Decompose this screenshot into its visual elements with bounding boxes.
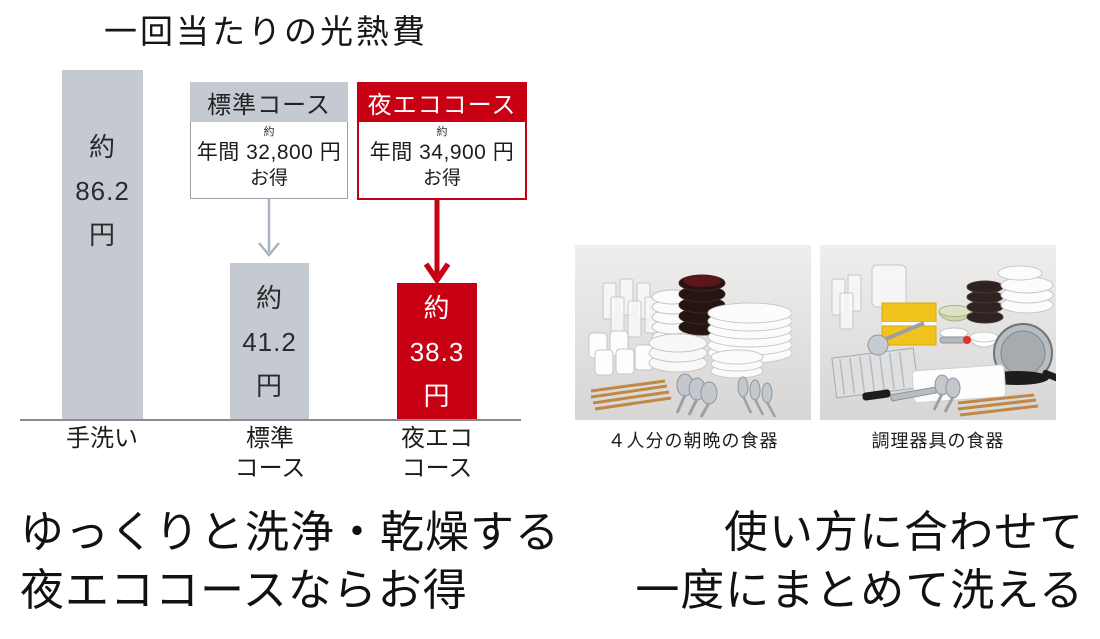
down-arrow-red-icon: [423, 198, 451, 285]
axis-label-line: コース: [401, 455, 473, 482]
bar-value-approx: 約: [255, 282, 283, 313]
axis-label-line: コース: [234, 455, 306, 482]
bar-night-eco-course: 約 38.3 円: [397, 283, 477, 420]
bar-hand-washing: 約 86.2 円: [62, 70, 143, 420]
axis-label-line: 標準: [246, 425, 294, 452]
bar-value: 38.3: [409, 336, 465, 367]
tagline-line: 夜エココースならお得: [20, 566, 468, 615]
cookware-illustration: [820, 245, 1056, 420]
axis-label-line: 夜エコ: [401, 425, 473, 452]
tagline-line: 使い方に合わせて: [724, 508, 1084, 557]
bar-value-unit: 円: [423, 380, 451, 411]
callout-approx: 約: [436, 126, 448, 138]
chart-title: 一回当たりの光熱費: [104, 13, 428, 50]
tagline-line: 一度にまとめて洗える: [635, 566, 1084, 615]
tagline-night-eco: ゆっくりと洗浄・乾燥する 夜エココースならお得: [20, 504, 560, 620]
callout-body: 約 年間 34,900 円 お得: [357, 122, 527, 200]
bar-value-approx: 約: [423, 292, 451, 323]
tagline-line: ゆっくりと洗浄・乾燥する: [20, 508, 560, 557]
photo-caption-tableware: ４人分の朝晩の食器: [607, 431, 779, 451]
callout-header: 夜エココース: [357, 82, 527, 122]
axis-label-standard-course: 標準 コース: [205, 424, 335, 484]
down-arrow-gray-icon: [258, 199, 280, 257]
callout-amount: 年間 32,800 円: [196, 141, 342, 164]
callout-header: 標準コース: [190, 82, 348, 122]
bar-standard-course: 約 41.2 円: [230, 263, 309, 420]
callout-note: お得: [249, 168, 288, 189]
tagline-wash-together: 使い方に合わせて 一度にまとめて洗える: [635, 504, 1084, 620]
callout-note: お得: [422, 168, 461, 189]
callout-approx: 約: [263, 126, 275, 138]
callout-body: 約 年間 32,800 円 お得: [190, 122, 348, 199]
bar-value: 41.2: [242, 326, 297, 357]
axis-label-line: 手洗い: [66, 425, 138, 452]
bar-value-unit: 円: [88, 220, 116, 250]
bar-value-unit: 円: [255, 370, 283, 401]
cookware-photo: [820, 245, 1056, 420]
x-axis-line: [20, 419, 521, 421]
photo-caption-cookware: 調理器具の食器: [871, 431, 1005, 451]
bar-value: 86.2: [75, 176, 130, 206]
axis-label-night-eco-course: 夜エコ コース: [372, 424, 502, 484]
dishes-illustration: [575, 245, 811, 420]
callout-standard-course: 標準コース 約 年間 32,800 円 お得: [190, 82, 348, 199]
callout-amount: 年間 34,900 円: [369, 141, 515, 164]
bar-value-approx: 約: [88, 132, 116, 162]
axis-label-hand-washing: 手洗い: [37, 424, 167, 454]
callout-night-eco-course: 夜エココース 約 年間 34,900 円 お得: [357, 82, 527, 200]
tableware-photo: [575, 245, 811, 420]
